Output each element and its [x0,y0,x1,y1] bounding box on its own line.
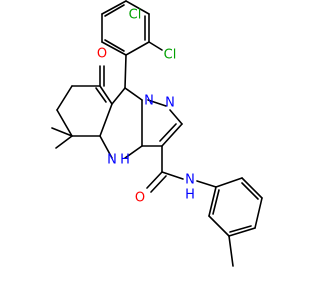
atom-oxygen-amide: O [135,191,145,206]
molecule-diagram: Cl Cl O N N N H O N H [51,0,263,267]
atom-nitrogen-amide: N [185,173,195,188]
atom-nitrogen-ring: N [107,153,117,168]
bond-lines [51,0,263,267]
atom-nitrogen-pyrazole-1: N [144,94,154,109]
atom-hydrogen-amide: H [185,188,195,203]
structure-canvas: Cl Cl O N N N H O N H [51,0,263,267]
atom-chlorine-top: Cl [129,8,142,23]
atom-nitrogen-pyrazole-2: N [165,96,175,111]
atom-hydrogen-ring: H [120,153,130,168]
atom-chlorine-side: Cl [164,48,177,63]
atom-oxygen-ketone: O [97,47,107,62]
